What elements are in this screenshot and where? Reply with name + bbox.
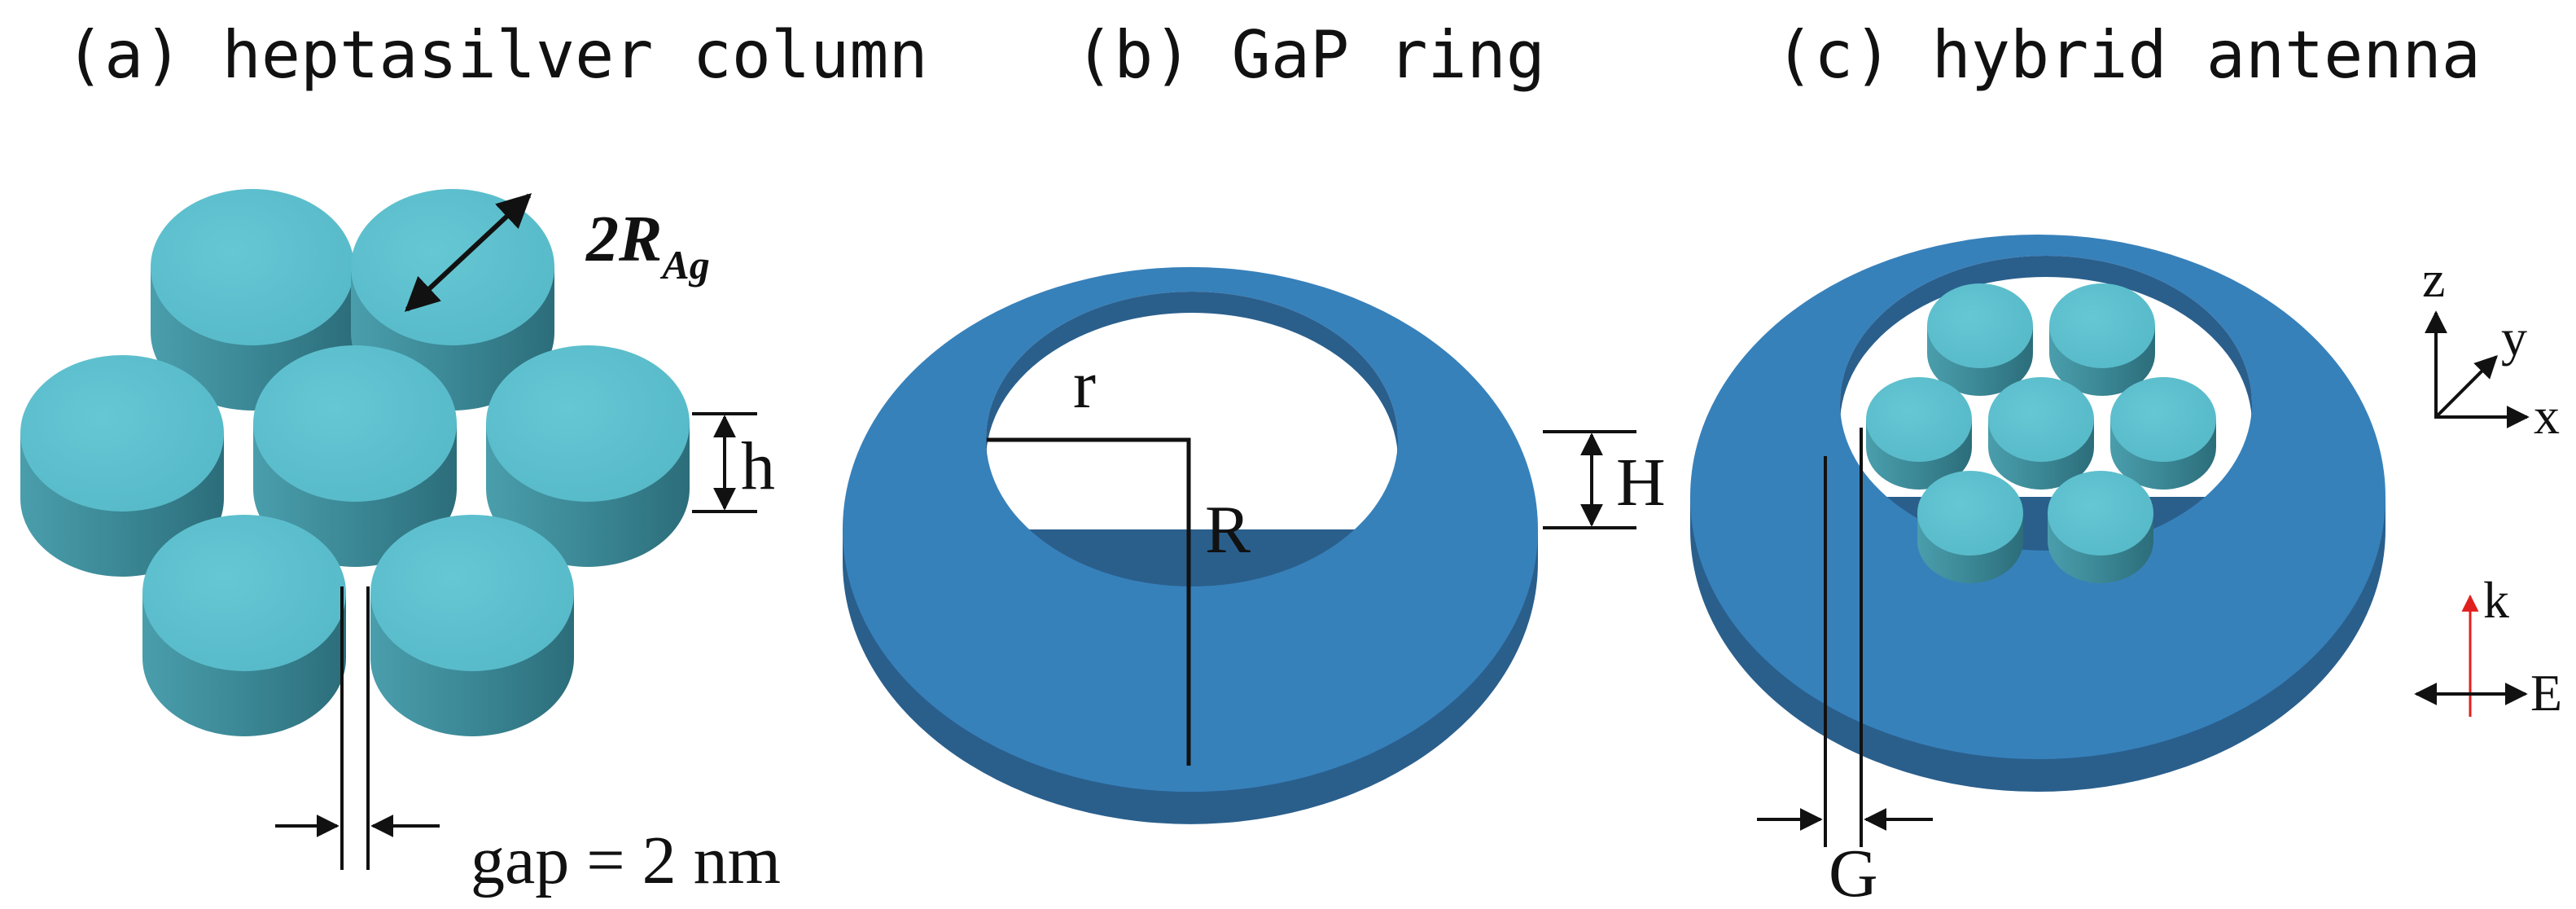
gap-label: gap = 2 nm	[471, 823, 781, 898]
inner-silver-disk-2-top	[2049, 283, 2155, 368]
inner-silver-disk-3-top	[1866, 377, 1972, 462]
inner-radius-label: r	[1073, 347, 1096, 423]
inner-silver-disk-3	[1866, 377, 1972, 490]
inner-silver-disk-7-top	[2048, 471, 2153, 556]
silver-disk-1-top	[151, 189, 354, 345]
G-label: G	[1829, 836, 1878, 909]
z-axis-label: z	[2422, 250, 2445, 308]
silver-disk-7	[370, 515, 574, 736]
panel-a-title: (a) heptasilver column	[65, 17, 928, 93]
inner-silver-disk-1-top	[1927, 283, 2033, 368]
panel-b-title: (b) GaP ring	[1075, 17, 1545, 93]
y-axis-label: y	[2501, 309, 2527, 367]
silver-disk-4-top	[253, 345, 457, 502]
diameter-arrow	[404, 193, 532, 312]
hybrid-antenna	[1690, 235, 2385, 792]
silver-disk-7-top	[370, 515, 574, 671]
inner-silver-disk-5	[2110, 377, 2216, 490]
inner-silver-disk-4	[1988, 377, 2094, 490]
H-label: H	[1616, 445, 1666, 520]
inner-silver-disk-7	[2048, 471, 2153, 583]
outer-radius-label: R	[1205, 492, 1251, 568]
panel-c-title: (c) hybrid antenna	[1775, 17, 2481, 93]
E-label: E	[2530, 664, 2562, 722]
silver-disk-5-top	[486, 345, 690, 502]
height-label: h	[741, 428, 775, 504]
diameter-label: 2RAg	[585, 204, 710, 288]
radius-lines	[987, 437, 1191, 766]
silver-disk-6	[142, 515, 346, 736]
polarization-indicator: k E	[2414, 571, 2562, 722]
inner-silver-disk-4-top	[1988, 377, 2094, 462]
inner-silver-disk-5-top	[2110, 377, 2216, 462]
inner-silver-disk-6	[1917, 471, 2023, 583]
hybrid-ring-top	[1690, 235, 2385, 759]
inner-silver-disk-6-top	[1917, 471, 2023, 556]
silver-disk-3-top	[20, 355, 224, 512]
y-axis-arrow	[2434, 355, 2498, 419]
silver-disk-6-top	[142, 515, 346, 671]
k-label: k	[2483, 571, 2509, 629]
silver-disk-5	[486, 345, 690, 567]
inner-silver-disk-2	[2049, 283, 2155, 396]
x-axis-label: x	[2534, 387, 2560, 445]
inner-silver-disk-1	[1927, 283, 2033, 396]
coordinate-axes: z y x	[2422, 250, 2560, 445]
ring-top-face	[843, 266, 1539, 793]
inner-heptasilver	[1866, 283, 2216, 583]
